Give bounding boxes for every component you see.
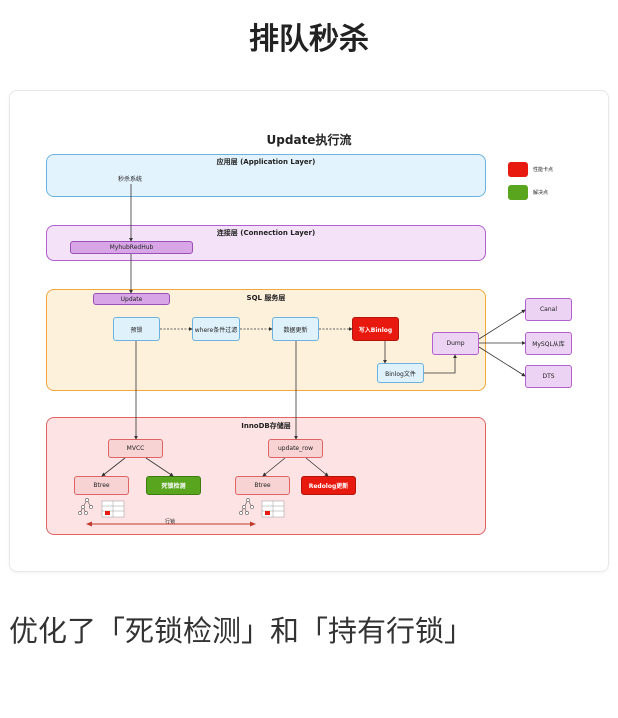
- btree-box-1: Btree: [74, 476, 129, 495]
- dump-box: Dump: [432, 332, 479, 355]
- diagram-title: Update执行流: [266, 133, 352, 147]
- innodb-layer-title: InnoDB存储层: [241, 422, 291, 430]
- row-lock-label: 行锁: [165, 519, 176, 525]
- connection-layer-title: 连接层 (Connection Layer): [216, 229, 316, 237]
- deadlock-check-box: 死锁检测: [146, 476, 201, 495]
- btree-tree-icon-2: [239, 498, 254, 515]
- application-layer-title: 应用层 (Application Layer): [216, 158, 316, 166]
- data-update-box: 数据更新: [272, 317, 319, 341]
- diagram-connectors: [78, 184, 526, 527]
- row-table-icon-2: [261, 500, 285, 518]
- sql-layer-title: SQL 服务层: [246, 294, 286, 302]
- precheck-box: 预锁: [113, 317, 160, 341]
- page-title: 排队秒杀: [249, 22, 369, 57]
- row-lock-span-arrow: [86, 521, 256, 527]
- caption-text: 优化了「死锁检测」和「持有行锁」: [9, 614, 474, 648]
- dts-box: DTS: [525, 365, 572, 388]
- application-layer: 应用层 (Application Layer): [46, 154, 486, 197]
- legend-perf-swatch: [508, 162, 528, 177]
- where-filter-box: where条件过滤: [192, 317, 240, 341]
- canal-box: Canal: [525, 298, 572, 321]
- binlog-file-box: Binlog文件: [377, 363, 424, 383]
- btree-tree-icon-1: [78, 498, 93, 515]
- connection-layer: 连接层 (Connection Layer): [46, 225, 486, 261]
- row-table-icon-1: [101, 500, 125, 518]
- legend-solve-label: 解决点: [533, 190, 549, 196]
- diagram-card: Update执行流 应用层 (Application Layer) 秒杀系统 连…: [9, 90, 609, 572]
- seckill-system-label: 秒杀系统: [118, 176, 143, 183]
- update-row-box: update_row: [268, 439, 323, 458]
- legend-solve-swatch: [508, 185, 528, 200]
- legend-perf-label: 性能卡点: [533, 167, 554, 173]
